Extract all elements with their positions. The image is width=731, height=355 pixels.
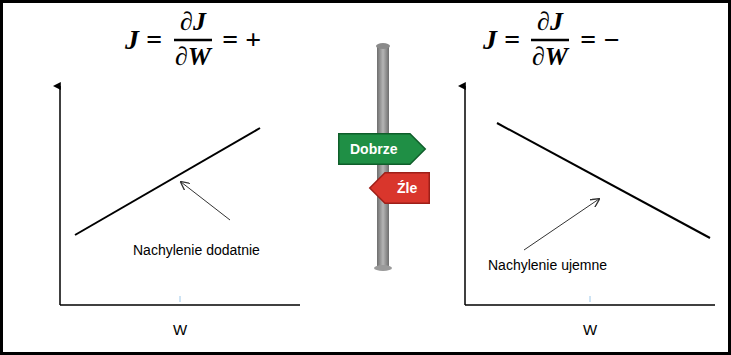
leader-arrow: [524, 199, 599, 250]
slope-label: Nachylenie ujemne: [488, 258, 607, 272]
formula-numerator: ∂J: [180, 9, 206, 35]
formula-text: = −: [580, 26, 620, 54]
pole-cap: [376, 43, 390, 49]
axis-tick: [180, 296, 181, 302]
sign-text: Dobrze: [338, 133, 426, 165]
formula-numerator: ∂J: [537, 9, 563, 35]
slope-line: [497, 123, 710, 238]
formula-text: = +: [222, 26, 261, 54]
sign-text: Źle: [369, 172, 430, 204]
axis-label: W: [583, 322, 597, 337]
leader-arrow: [181, 182, 230, 220]
x-axis: [465, 304, 715, 306]
x-axis: [60, 304, 300, 306]
axis-label: W: [173, 322, 187, 337]
axis-tick: [590, 296, 591, 302]
slope-line: [75, 128, 260, 235]
sign-arrow: Dobrze: [338, 133, 426, 165]
formula-text: J =: [483, 26, 520, 54]
fraction-bar: [174, 39, 212, 42]
sign-arrow: Źle: [369, 172, 430, 204]
slope-label: Nachylenie dodatnie: [133, 243, 260, 257]
formula-denominator: ∂W: [175, 44, 211, 70]
pole-base: [374, 265, 392, 271]
formula-text: J =: [125, 26, 162, 54]
fraction-bar: [531, 39, 569, 42]
y-axis: [59, 86, 61, 305]
sign-arrow-outline: [339, 134, 426, 165]
formula-denominator: ∂W: [532, 44, 568, 70]
sign-arrow-outline: [370, 173, 430, 204]
y-axis: [464, 86, 466, 305]
